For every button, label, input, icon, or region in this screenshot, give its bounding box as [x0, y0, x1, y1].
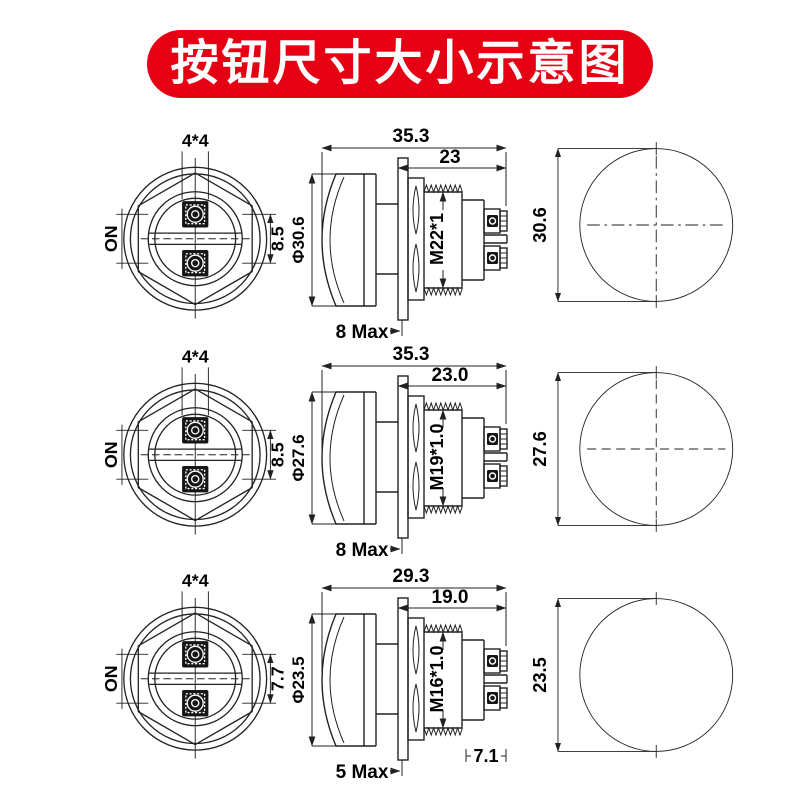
- side-view-row1: 35.3 23 Φ30.6 M22*1 8 Max: [289, 126, 508, 343]
- dim-terminal-length: 7.1: [473, 746, 498, 766]
- dim-overall-length: 29.3: [393, 566, 430, 587]
- front-view-row1: 30.6: [530, 142, 734, 308]
- side-view-row3: 29.3 19.0 Φ23.5 M16*1.0 7.1 5 Max: [289, 566, 508, 783]
- dim-terminal-spacing: 8.5: [268, 442, 288, 467]
- dim-head-diameter: Φ23.5: [289, 656, 308, 703]
- dim-terminal-size: 4*4: [182, 347, 209, 367]
- dim-head-diameter: Φ27.6: [289, 434, 308, 481]
- front-view-row3: 23.5: [530, 592, 734, 758]
- dim-front-diameter: 23.5: [530, 657, 550, 692]
- front-view-row2: 27.6: [530, 366, 734, 532]
- dim-thread-spec: M22*1: [427, 213, 447, 265]
- dim-terminal-spacing: 8.5: [268, 226, 288, 251]
- dim-thread-spec: M16*1.0: [427, 645, 447, 712]
- dim-behind-panel-length: 19.0: [432, 587, 469, 608]
- page-title: 按钮尺寸大小示意图: [170, 37, 630, 90]
- dim-overall-length: 35.3: [393, 344, 430, 365]
- back-view-row1: 4*4 NO 8.5: [101, 131, 288, 319]
- dim-panel-thickness: 8 Max: [336, 540, 389, 561]
- title-banner: 按钮尺寸大小示意图: [147, 30, 653, 98]
- contact-label: NO: [101, 225, 121, 252]
- side-view-row2: 35.3 23.0 Φ27.6 M19*1.0 8 Max: [289, 344, 508, 561]
- dim-head-diameter: Φ30.6: [289, 216, 308, 263]
- dim-front-diameter: 27.6: [530, 431, 550, 466]
- dim-terminal-size: 4*4: [182, 131, 209, 151]
- dim-behind-panel-length: 23.0: [432, 365, 469, 386]
- dim-panel-thickness: 8 Max: [336, 322, 389, 343]
- back-view-row2: 4*4 NO 8.5: [101, 347, 288, 535]
- contact-label: NO: [101, 665, 121, 692]
- dim-behind-panel-length: 23: [439, 147, 460, 168]
- dim-overall-length: 35.3: [393, 126, 430, 147]
- dim-terminal-spacing: 7.7: [268, 666, 288, 691]
- dim-terminal-size: 4*4: [182, 571, 209, 591]
- dim-front-diameter: 30.6: [530, 207, 550, 242]
- back-view-row3: 4*4 NO 7.7: [101, 571, 288, 759]
- dim-panel-thickness: 5 Max: [336, 762, 389, 783]
- dim-thread-spec: M19*1.0: [427, 423, 447, 490]
- contact-label: NO: [101, 441, 121, 468]
